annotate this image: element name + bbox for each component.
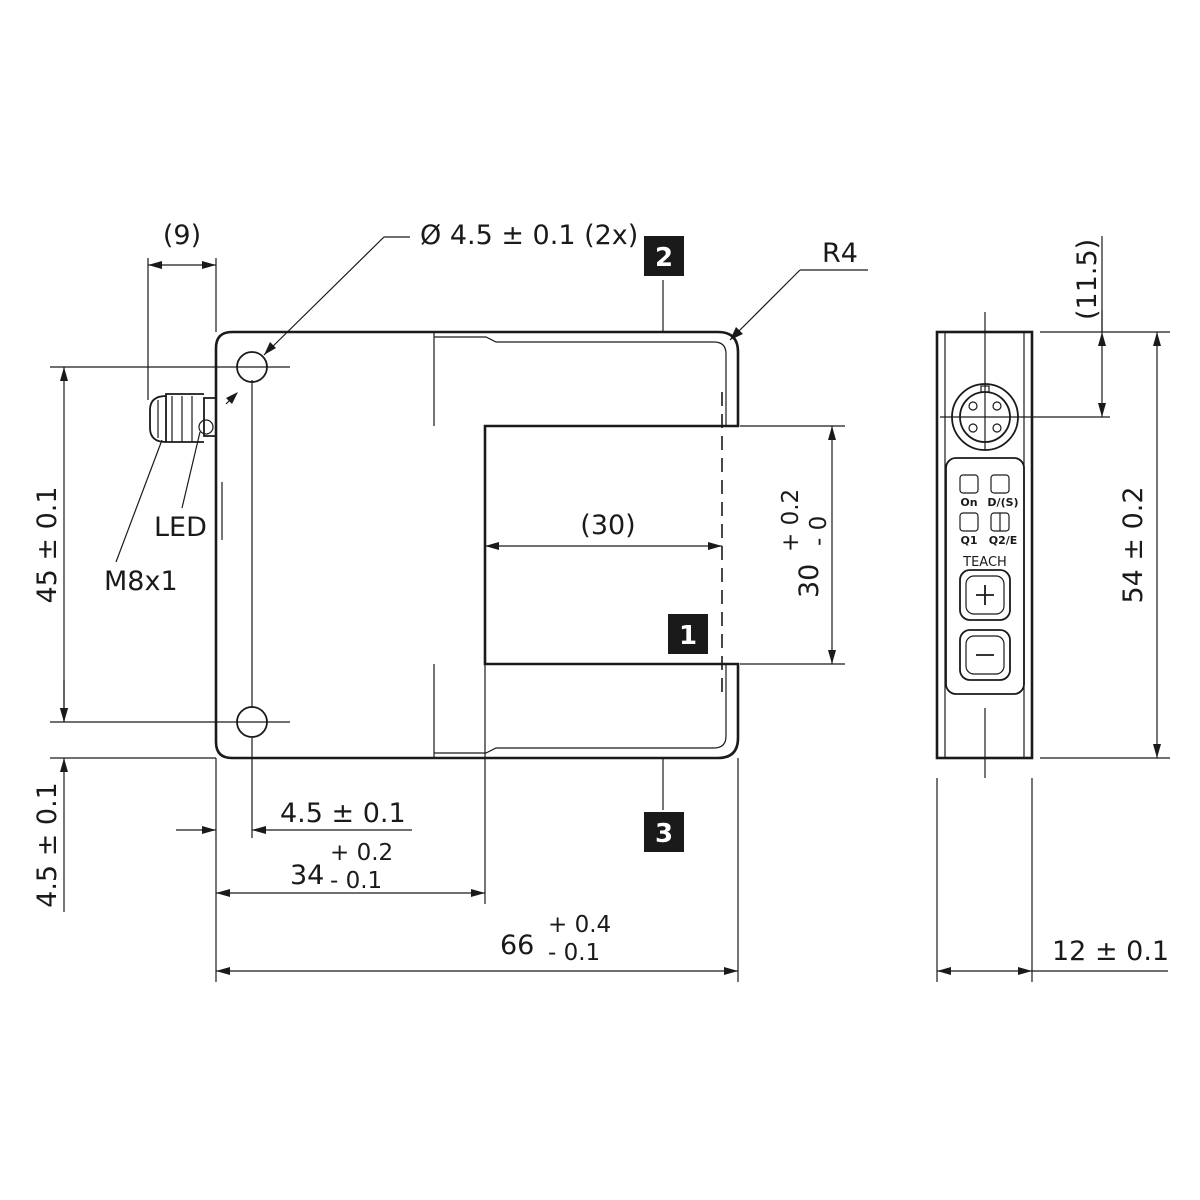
label-hole-offset-y: 4.5 ± 0.1	[32, 782, 63, 908]
dim-connector-offset: (11.5)	[1040, 236, 1170, 417]
marker-1: 1	[668, 614, 708, 654]
side-view: On D/(S) Q1 Q2/E TEACH	[935, 312, 1110, 778]
label-arm-width-minus: - 0.1	[330, 868, 382, 894]
led-indicator	[198, 419, 214, 435]
label-slot-width: 30	[794, 564, 825, 598]
marker-3: 3	[644, 758, 684, 852]
dim-thickness: 12 ± 0.1	[936, 778, 1169, 982]
control-panel: On D/(S) Q1 Q2/E TEACH	[945, 457, 1025, 695]
minus-button-icon[interactable]	[959, 629, 1011, 681]
m8-connector	[149, 393, 216, 443]
label-corner-radius: R4	[822, 238, 858, 269]
dim-total-width: 66 + 0.4 - 0.1	[216, 758, 739, 982]
label-slot-depth: (30)	[580, 510, 635, 541]
label-hole-diameter: Ø 4.5 ± 0.1 (2x)	[420, 220, 638, 251]
label-thickness: 12 ± 0.1	[1052, 936, 1169, 967]
dim-slot-depth: (30)	[485, 510, 722, 550]
led-on	[959, 474, 979, 494]
label-teach: TEACH	[962, 555, 1007, 570]
label-ds: D/(S)	[987, 496, 1018, 509]
label-slot-width-plus: + 0.2	[778, 489, 804, 552]
sensor-body-outline	[214, 330, 740, 760]
dim-hole-diameter: Ø 4.5 ± 0.1 (2x)	[225, 220, 638, 405]
dim-arm-width: 34 + 0.2 - 0.1	[216, 664, 486, 904]
svg-text:2: 2	[655, 243, 673, 273]
label-hole-offset-x: 4.5 ± 0.1	[280, 798, 406, 829]
dim-connector-length: (9)	[147, 220, 217, 400]
label-q2e: Q2/E	[989, 534, 1018, 547]
svg-text:3: 3	[655, 819, 673, 849]
dim-hole-offset-y: 4.5 ± 0.1	[32, 680, 216, 912]
label-total-width-plus: + 0.4	[548, 912, 611, 938]
callout-led: LED	[154, 431, 207, 543]
led-ds	[990, 474, 1010, 494]
dim-corner-radius: R4	[729, 238, 868, 341]
label-hole-spacing: 45 ± 0.1	[32, 486, 63, 603]
dim-slot-width: 30 + 0.2 - 0	[740, 425, 845, 665]
label-arm-width: 34	[290, 860, 324, 891]
dim-hole-offset-x: 4.5 ± 0.1	[176, 738, 412, 982]
lower-arm-contour	[433, 664, 727, 758]
label-slot-width-minus: - 0	[806, 516, 832, 546]
label-led: LED	[154, 512, 207, 543]
label-total-width-minus: - 0.1	[548, 940, 600, 966]
upper-arm-contour	[433, 332, 727, 426]
front-view	[50, 330, 740, 760]
label-m8: M8x1	[104, 566, 178, 597]
plus-button-icon[interactable]	[959, 569, 1011, 621]
svg-text:1: 1	[679, 621, 697, 651]
dim-total-height: 54 ± 0.2	[1040, 332, 1170, 759]
dim-hole-spacing: 45 ± 0.1	[32, 367, 68, 722]
label-total-height: 54 ± 0.2	[1118, 486, 1149, 603]
marker-2: 2	[644, 236, 684, 332]
label-connector-length: (9)	[163, 220, 201, 251]
callout-m8: M8x1	[104, 439, 178, 597]
label-arm-width-plus: + 0.2	[330, 840, 393, 866]
connector-face	[951, 383, 1019, 451]
label-total-width: 66	[500, 930, 534, 961]
label-on: On	[960, 496, 977, 509]
led-q1	[959, 512, 979, 532]
label-connector-offset: (11.5)	[1072, 239, 1103, 320]
label-q1: Q1	[960, 534, 977, 547]
